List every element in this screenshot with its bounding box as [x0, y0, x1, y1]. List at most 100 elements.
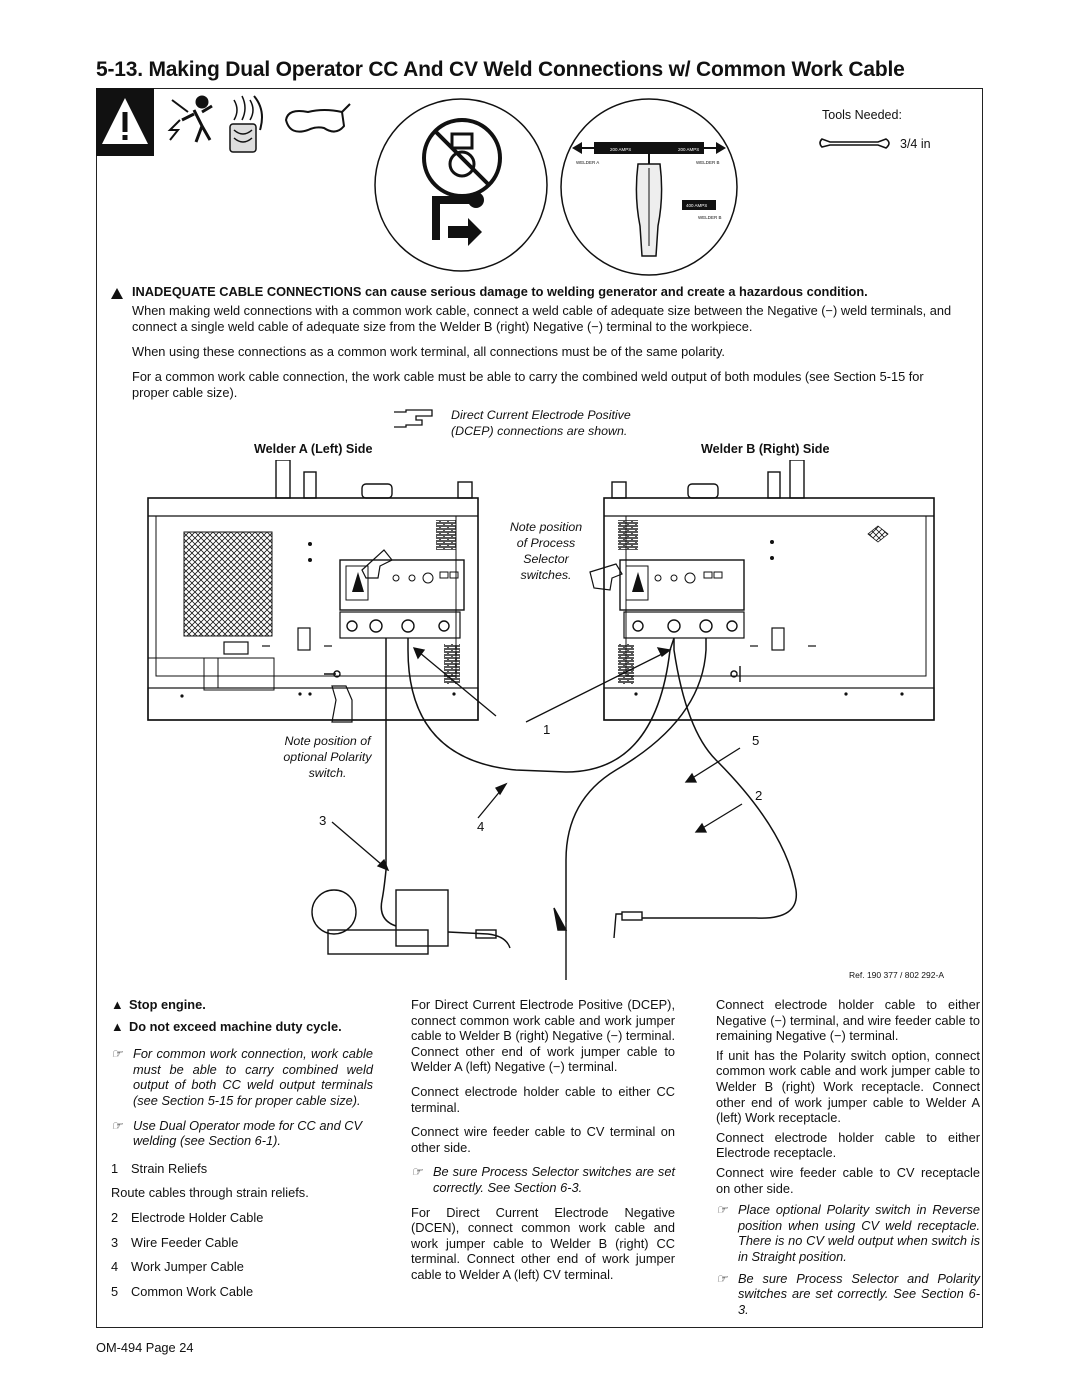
dcep-note-line: (DCEP) connections are shown. [451, 424, 628, 438]
pointing-hand-icon: ☞ [111, 1117, 123, 1133]
safety-icons [96, 88, 351, 156]
page-footer: OM-494 Page 24 [96, 1340, 194, 1355]
pointing-hand-icon: ☞ [716, 1202, 728, 1218]
dcep-instructions: For Direct Current Electrode Positive (D… [411, 997, 675, 1075]
dcep-note-line: Direct Current Electrode Positive [451, 408, 631, 422]
polarity-note-line: Note position of [284, 734, 371, 748]
welder-b-bottom-label: WELDER B [698, 215, 722, 220]
intro-paragraph: When making weld connections with a comm… [132, 303, 952, 334]
warning-triangle-icon [111, 288, 123, 299]
legend-text: Wire Feeder Cable [131, 1234, 239, 1250]
cv-receptacle-instructions: Connect wire feeder cable to CV receptac… [716, 1164, 980, 1196]
callout-arrows [331, 647, 743, 872]
switch-off-icon [432, 192, 484, 246]
intro-paragraph: For a common work cable connection, the … [132, 369, 924, 400]
welder-b-side-label: Welder B (Right) Side [701, 442, 830, 456]
welder-a-label: WELDER A [576, 160, 599, 165]
welder-a-side-label: Welder A (Left) Side [254, 442, 373, 456]
legend-item: 1 Strain Reliefs [111, 1161, 373, 1177]
warning-item: ▲Do not exceed machine duty cycle. [111, 1018, 342, 1034]
pointing-hand-icon: ☞ [716, 1270, 728, 1286]
warning-text: Stop engine. [129, 997, 206, 1012]
note-item: ☞ Use Dual Operator mode for CC and CV we… [111, 1118, 373, 1149]
connection-diagram [147, 460, 935, 980]
legend-number: 2 [111, 1209, 119, 1225]
electric-shock-icon [167, 95, 213, 143]
callout-1: 1 [543, 722, 551, 737]
page-title: 5-13. Making Dual Operator CC And CV Wel… [96, 58, 905, 81]
pointing-hand-icon [331, 685, 353, 723]
legend-number: 3 [111, 1234, 119, 1250]
electrode-holder-icon [553, 907, 568, 931]
legend-item: 3 Wire Feeder Cable [111, 1235, 373, 1251]
intro-paragraph: When using these connections as a common… [132, 344, 725, 359]
warning-text: Do not exceed machine duty cycle. [129, 1018, 342, 1034]
column-3: Connect electrode holder cable to either… [716, 997, 980, 1326]
column-1: ▲Stop engine. ▲Do not exceed machine dut… [111, 997, 373, 1308]
polarity-option-instructions: If unit has the Polarity switch option, … [716, 1047, 980, 1126]
note-item: ☞Place optional Polarity switch in Rever… [716, 1202, 980, 1264]
grille-vent [183, 531, 273, 637]
pointing-hand-icon [589, 563, 623, 591]
bottom-amps-label: 400 AMPS [686, 203, 707, 208]
electrode-receptacle-instructions: Connect electrode holder cable to either… [716, 1129, 980, 1161]
intro-text: When making weld connections with a comm… [132, 303, 962, 401]
warning-item: ▲Stop engine. [111, 997, 206, 1012]
pointing-hand-icon: ☞ [111, 1046, 123, 1062]
content-frame [96, 88, 983, 1328]
callout-5: 5 [752, 733, 760, 748]
process-selector-note: Note position of Process Selector switch… [505, 519, 587, 583]
process-note-line: switches. [520, 568, 572, 582]
legend-text: Work Jumper Cable [131, 1259, 244, 1275]
legend-number: 4 [111, 1259, 119, 1275]
note-item: ☞ Be sure Process Selector switches are s… [411, 1164, 675, 1195]
legend-number: 1 [111, 1160, 119, 1176]
tools-needed-label: Tools Needed: [822, 108, 902, 122]
note-item: ☞ Be sure Process Selector and Polarity s… [716, 1271, 980, 1318]
wire-feeder [311, 889, 511, 955]
reference-number: Ref. 190 377 / 802 292-A [849, 970, 944, 980]
main-warning: INADEQUATE CABLE CONNECTIONS can cause s… [132, 284, 868, 299]
polarity-note-line: switch. [308, 766, 347, 780]
legend-item: 5 Common Work Cable [111, 1284, 373, 1300]
welder-a-unit [147, 460, 479, 723]
legend-number: 5 [111, 1283, 119, 1299]
note-text: Be sure Process Selector and Polarity sw… [738, 1270, 980, 1317]
legend-instruction: Route cables through strain reliefs. [111, 1185, 309, 1201]
feeder-instructions: Connect wire feeder cable to CV terminal… [411, 1124, 675, 1155]
legend-item: 2 Electrode Holder Cable [111, 1210, 373, 1226]
stop-engine-graphic [374, 98, 548, 272]
callout-4: 4 [477, 819, 485, 834]
legend-item: 4 Work Jumper Cable [111, 1259, 373, 1275]
legend-text: Common Work Cable [131, 1283, 254, 1299]
legend-text: Electrode Holder Cable [131, 1209, 264, 1225]
polarity-switch-note: Note position of optional Polarity switc… [275, 733, 380, 781]
wrench-icon [819, 138, 890, 149]
right-amps-label: 200 AMPS [678, 147, 699, 152]
legend-text: Strain Reliefs [131, 1160, 208, 1176]
process-selector-graphic: 200 AMPS 200 AMPS WELDER A WELDER B 400 … [560, 98, 738, 276]
note-text: Be sure Process Selector switches are se… [433, 1164, 675, 1195]
cables [380, 637, 798, 927]
dcen-instructions: For Direct Current Electrode Negative (D… [411, 1204, 675, 1282]
wrench-size: 3/4 in [900, 137, 931, 151]
fumes-icon [229, 95, 263, 153]
column-2: For Direct Current Electrode Positive (D… [411, 997, 675, 1292]
note-text: Use Dual Operator mode for CC and CV wel… [133, 1117, 363, 1149]
electrode-instructions: Connect electrode holder cable to either… [411, 1083, 675, 1115]
pointing-hand-icon [361, 549, 393, 579]
process-note-line: Selector [523, 552, 569, 566]
polarity-note-line: optional Polarity [283, 750, 372, 764]
pointing-hand-icon: ☞ [411, 1164, 423, 1180]
welder-b-top-label: WELDER B [696, 160, 720, 165]
welder-b-unit [589, 460, 935, 721]
callout-2: 2 [755, 788, 763, 803]
welder-b-control-panel [619, 559, 745, 611]
note-item: ☞For common work connection, work cable … [111, 1046, 373, 1108]
safety-glasses-icon [284, 103, 351, 133]
process-note-line: of Process [516, 536, 576, 550]
callout-3: 3 [319, 813, 327, 828]
left-amps-label: 200 AMPS [610, 147, 631, 152]
pointing-hand-icon [394, 409, 433, 428]
electrode-holder-instructions: Connect electrode holder cable to either… [716, 997, 980, 1044]
